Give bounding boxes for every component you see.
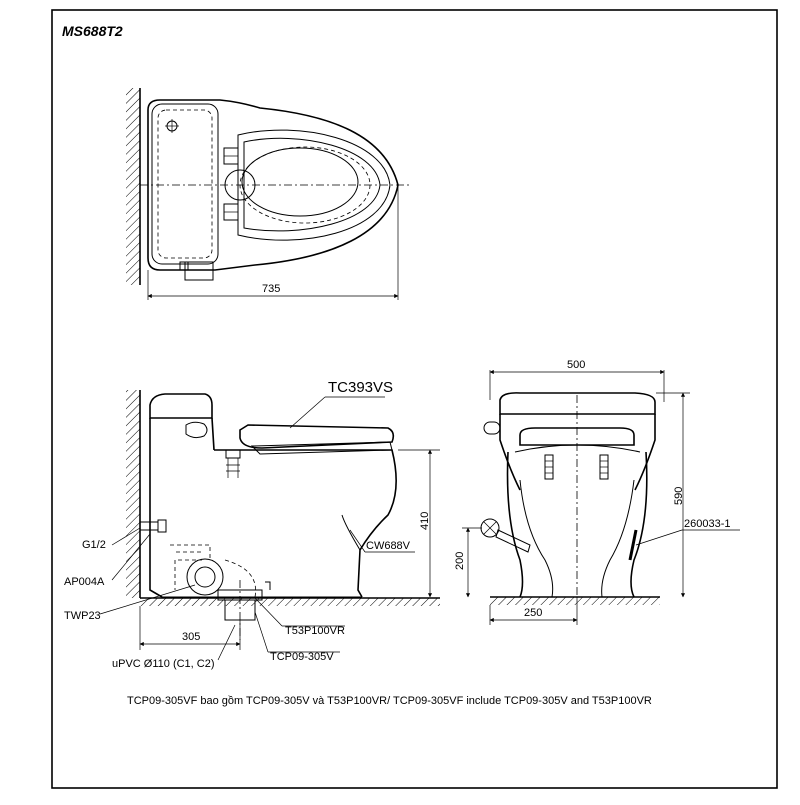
dim-top-length: 735 xyxy=(262,283,280,295)
front-view-floor-hatch xyxy=(490,597,660,605)
side-view-hinge xyxy=(225,449,241,459)
front-view-tank-lid xyxy=(499,392,656,415)
label-outlet-kit: TCP09-305V xyxy=(270,651,334,663)
front-view-handle xyxy=(483,421,501,435)
side-view-supply xyxy=(139,521,159,531)
front-view-bowl-left xyxy=(506,451,524,598)
dim-total-height: 590 xyxy=(673,487,685,505)
label-adapter: T53P100VR xyxy=(285,625,345,637)
label-drain-pipe: uPVC Ø110 (C1, C2) xyxy=(112,658,215,670)
flush-handle-icon xyxy=(185,421,208,439)
side-view: 410 305 TC393VS CW688V G1/2 AP004A TWP23… xyxy=(64,379,440,670)
side-view-tank-lid xyxy=(149,393,213,419)
dim-base-width: 250 xyxy=(524,607,542,619)
front-view-bowl-right xyxy=(630,451,648,598)
side-view-bowl xyxy=(214,449,397,598)
page-frame xyxy=(51,9,778,789)
top-view-valve xyxy=(184,261,214,281)
footnote: TCP09-305VF bao gồm TCP09-305V và T53P10… xyxy=(127,695,652,707)
label-seat-model: TC393VS xyxy=(328,379,393,396)
front-view-bolts xyxy=(544,454,609,480)
top-view-tank-inner xyxy=(157,109,213,259)
front-view-hose xyxy=(628,529,638,561)
front-view-seat xyxy=(519,427,635,446)
side-view-trap-bend xyxy=(186,558,224,596)
label-supply: G1/2 xyxy=(82,539,106,551)
top-view-body xyxy=(147,99,399,271)
top-view-tank xyxy=(151,103,219,265)
side-view-trap xyxy=(170,544,211,590)
top-view-wall-hatch xyxy=(126,88,140,285)
side-view-floor-hatch xyxy=(140,598,440,606)
top-view-seat xyxy=(237,129,391,241)
front-view: 500 590 200 250 260033-1 xyxy=(454,359,740,625)
dim-seat-height: 410 xyxy=(419,512,431,530)
model-code: MS688T2 xyxy=(62,23,123,39)
label-bowl-model: CW688V xyxy=(366,540,411,552)
label-hose: 260033-1 xyxy=(684,518,731,530)
side-view-seat-lid xyxy=(239,424,395,449)
dim-width: 500 xyxy=(567,359,585,371)
dim-rough-in: 305 xyxy=(182,631,200,643)
side-view-wall-hatch xyxy=(126,390,140,598)
top-view: 735 xyxy=(126,88,410,300)
dim-inlet-height: 200 xyxy=(454,552,466,570)
label-angle-valve: AP004A xyxy=(64,576,105,588)
label-flange: TWP23 xyxy=(64,610,101,622)
